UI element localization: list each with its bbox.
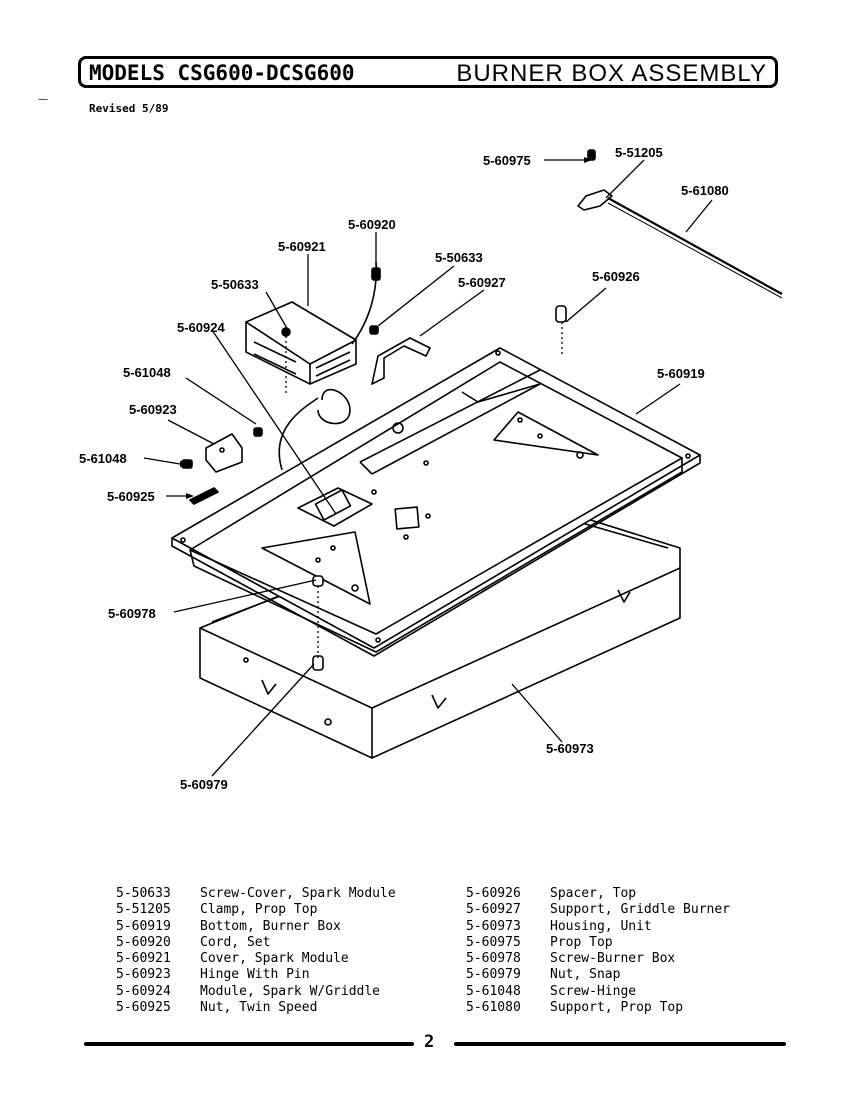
footer-rule-right xyxy=(454,1042,786,1046)
parts-row: 5-60925 Nut, Twin Speed xyxy=(116,1000,396,1016)
callout-label: 5-60975 xyxy=(483,153,531,168)
parts-row: 5-61048 Screw-Hinge xyxy=(466,984,730,1000)
part-description: Spacer, Top xyxy=(550,886,637,901)
callout-label: 5-60923 xyxy=(129,402,177,417)
part-description: Support, Prop Top xyxy=(550,1000,684,1016)
part-number: 5-61048 xyxy=(466,983,521,999)
part-description: Screw-Cover, Spark Module xyxy=(200,886,396,901)
callout-label: 5-61048 xyxy=(79,451,127,466)
parts-row: 5-50633 Screw-Cover, Spark Module xyxy=(116,886,396,902)
part-description: Nut, Twin Speed xyxy=(200,1000,318,1016)
parts-row: 5-60979 Nut, Snap xyxy=(466,967,730,983)
part-number: 5-60925 xyxy=(116,1000,171,1016)
callout-label: 5-60920 xyxy=(348,217,396,232)
callout-label: 5-60919 xyxy=(657,366,705,381)
part-description: Nut, Snap xyxy=(550,967,621,983)
parts-row: 5-60924 Module, Spark W/Griddle xyxy=(116,984,396,1000)
part-number: 5-60975 xyxy=(466,934,521,950)
parts-row: 5-60920 Cord, Set xyxy=(116,935,396,951)
part-description: Module, Spark W/Griddle xyxy=(200,983,381,999)
parts-row: 5-60927 Support, Griddle Burner xyxy=(466,902,730,918)
callout-label: 5-60925 xyxy=(107,489,155,504)
parts-row: 5-60978 Screw-Burner Box xyxy=(466,951,730,967)
callout-label: 5-51205 xyxy=(615,145,663,160)
footer-rule-left xyxy=(84,1042,414,1046)
part-number: 5-60924 xyxy=(116,983,171,999)
hinge-drawing xyxy=(205,433,243,473)
parts-row: 5-60923 Hinge With Pin xyxy=(116,967,396,983)
part-description: Bottom, Burner Box xyxy=(200,918,341,934)
parts-row: 5-61080 Support, Prop Top xyxy=(466,1000,730,1016)
parts-list-left: 5-50633 Screw-Cover, Spark Module 5-51205… xyxy=(116,886,396,1016)
page-number: 2 xyxy=(424,1032,435,1052)
burner-box-bottom-drawing xyxy=(171,347,701,657)
part-description: Housing, Unit xyxy=(550,918,652,934)
parts-row: 5-60926 Spacer, Top xyxy=(466,886,730,902)
part-number: 5-60927 xyxy=(466,902,521,918)
margin-mark: — xyxy=(38,94,48,105)
header-box: MODELS CSG600-DCSG600 BURNER BOX ASSEMBL… xyxy=(78,56,778,88)
callout-label: 5-60973 xyxy=(546,741,594,756)
parts-row: 5-60921 Cover, Spark Module xyxy=(116,951,396,967)
header-models: MODELS CSG600-DCSG600 xyxy=(89,61,355,85)
part-description: Screw-Hinge xyxy=(550,983,637,999)
callout-label: 5-60924 xyxy=(177,320,225,335)
callout-label: 5-60978 xyxy=(108,606,156,621)
griddle-support-drawing xyxy=(371,337,431,385)
parts-row: 5-60973 Housing, Unit xyxy=(466,919,730,935)
revised-note: Revised 5/89 xyxy=(89,102,169,115)
parts-row: 5-60975 Prop Top xyxy=(466,935,730,951)
callout-label: 5-61048 xyxy=(123,365,171,380)
part-number: 5-50633 xyxy=(116,886,171,901)
callout-label: 5-60979 xyxy=(180,777,228,792)
part-number: 5-51205 xyxy=(116,902,171,918)
part-number: 5-61080 xyxy=(466,1000,521,1016)
part-number: 5-60921 xyxy=(116,951,171,967)
callout-label: 5-50633 xyxy=(211,277,259,292)
callout-label: 5-60927 xyxy=(458,275,506,290)
part-description: Prop Top xyxy=(550,934,613,950)
part-description: Hinge With Pin xyxy=(200,967,310,983)
part-number: 5-60919 xyxy=(116,918,171,934)
part-number: 5-60926 xyxy=(466,886,521,901)
callout-label: 5-60921 xyxy=(278,239,326,254)
part-number: 5-60973 xyxy=(466,918,521,934)
prop-top-drawing xyxy=(577,189,613,211)
part-number: 5-60920 xyxy=(116,934,171,950)
parts-list-right: 5-60926 Spacer, Top 5-60927 Support, Gridd… xyxy=(466,886,730,1016)
part-number: 5-60923 xyxy=(116,967,171,983)
header-title: BURNER BOX ASSEMBLY xyxy=(456,60,767,87)
part-description: Screw-Burner Box xyxy=(550,951,676,967)
parts-row: 5-51205 Clamp, Prop Top xyxy=(116,902,396,918)
part-description: Cord, Set xyxy=(200,934,271,950)
part-number: 5-60979 xyxy=(466,967,521,983)
part-number: 5-60978 xyxy=(466,951,521,967)
spark-module-cover-drawing xyxy=(245,301,357,385)
part-description: Support, Griddle Burner xyxy=(550,902,731,918)
part-description: Clamp, Prop Top xyxy=(200,902,318,918)
callout-label: 5-61080 xyxy=(681,183,729,198)
parts-row: 5-60919 Bottom, Burner Box xyxy=(116,919,396,935)
part-description: Cover, Spark Module xyxy=(200,951,349,967)
callout-label: 5-50633 xyxy=(435,250,483,265)
twin-speed-nut-drawing xyxy=(189,487,219,505)
callout-label: 5-60926 xyxy=(592,269,640,284)
